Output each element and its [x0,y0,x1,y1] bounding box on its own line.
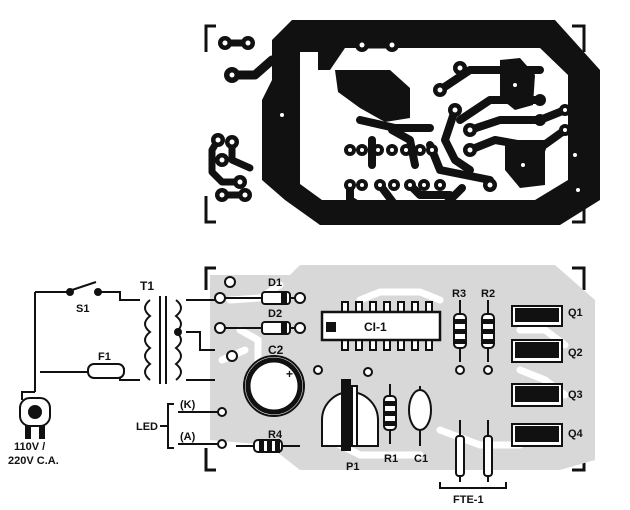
mains-voltage-line1: 110V / [14,441,45,453]
c2-label: C2 [268,343,284,357]
led-anode-label: (A) [180,431,196,443]
copper-island [505,140,545,188]
resistor-r1 [383,384,397,444]
r4-label: R4 [268,429,283,441]
p1-label: P1 [346,461,359,473]
transistor-q2 [511,339,563,363]
board-shading [210,265,595,470]
s1-label: S1 [76,303,89,315]
resistor-r3 [453,300,467,362]
copper-side-layout [204,20,600,225]
r2-label: R2 [481,288,495,300]
drill-holes [215,40,580,198]
transistor-q1 [511,305,563,327]
component-pads [214,276,493,377]
c1-label: C1 [414,453,428,465]
q1-label: Q1 [568,307,583,319]
capacitor-c2 [243,355,305,417]
led-leads [160,403,227,449]
transformer-t1 [100,291,215,384]
led-label: LED [136,421,158,433]
ci1-label: CI-1 [364,320,387,334]
ldr-fte1 [439,420,507,489]
led-cathode-label: (K) [180,399,196,411]
r3-label: R3 [452,288,466,300]
component-side-layout: T1 S1 F1 110V / 220V C.A. [8,265,595,506]
q4-label: Q4 [568,428,584,440]
copper-island [335,70,410,122]
d2-label: D2 [268,308,282,320]
transistor-q3 [511,383,563,407]
diode-d2 [220,321,300,335]
diode-d1 [220,291,300,305]
r1-label: R1 [384,453,398,465]
mains-voltage-line2: 220V C.A. [8,455,59,467]
d1-label: D1 [268,277,282,289]
switch-s1 [35,281,102,296]
resistor-r4 [236,439,300,453]
q2-label: Q2 [568,347,583,359]
trimmer-p1 [321,379,379,451]
t1-label: T1 [140,279,154,293]
transistor-q4 [511,423,563,447]
resistor-r2 [481,300,495,362]
f1-label: F1 [98,351,111,363]
c2-polarity: + [286,367,293,381]
ic-ci1 [320,301,442,351]
fte1-label: FTE-1 [453,494,484,506]
q3-label: Q3 [568,389,583,401]
copper-ground-plane [262,20,600,225]
fuse-f1 [34,292,125,392]
capacitor-c1 [408,386,432,446]
mains-plug [19,391,51,439]
